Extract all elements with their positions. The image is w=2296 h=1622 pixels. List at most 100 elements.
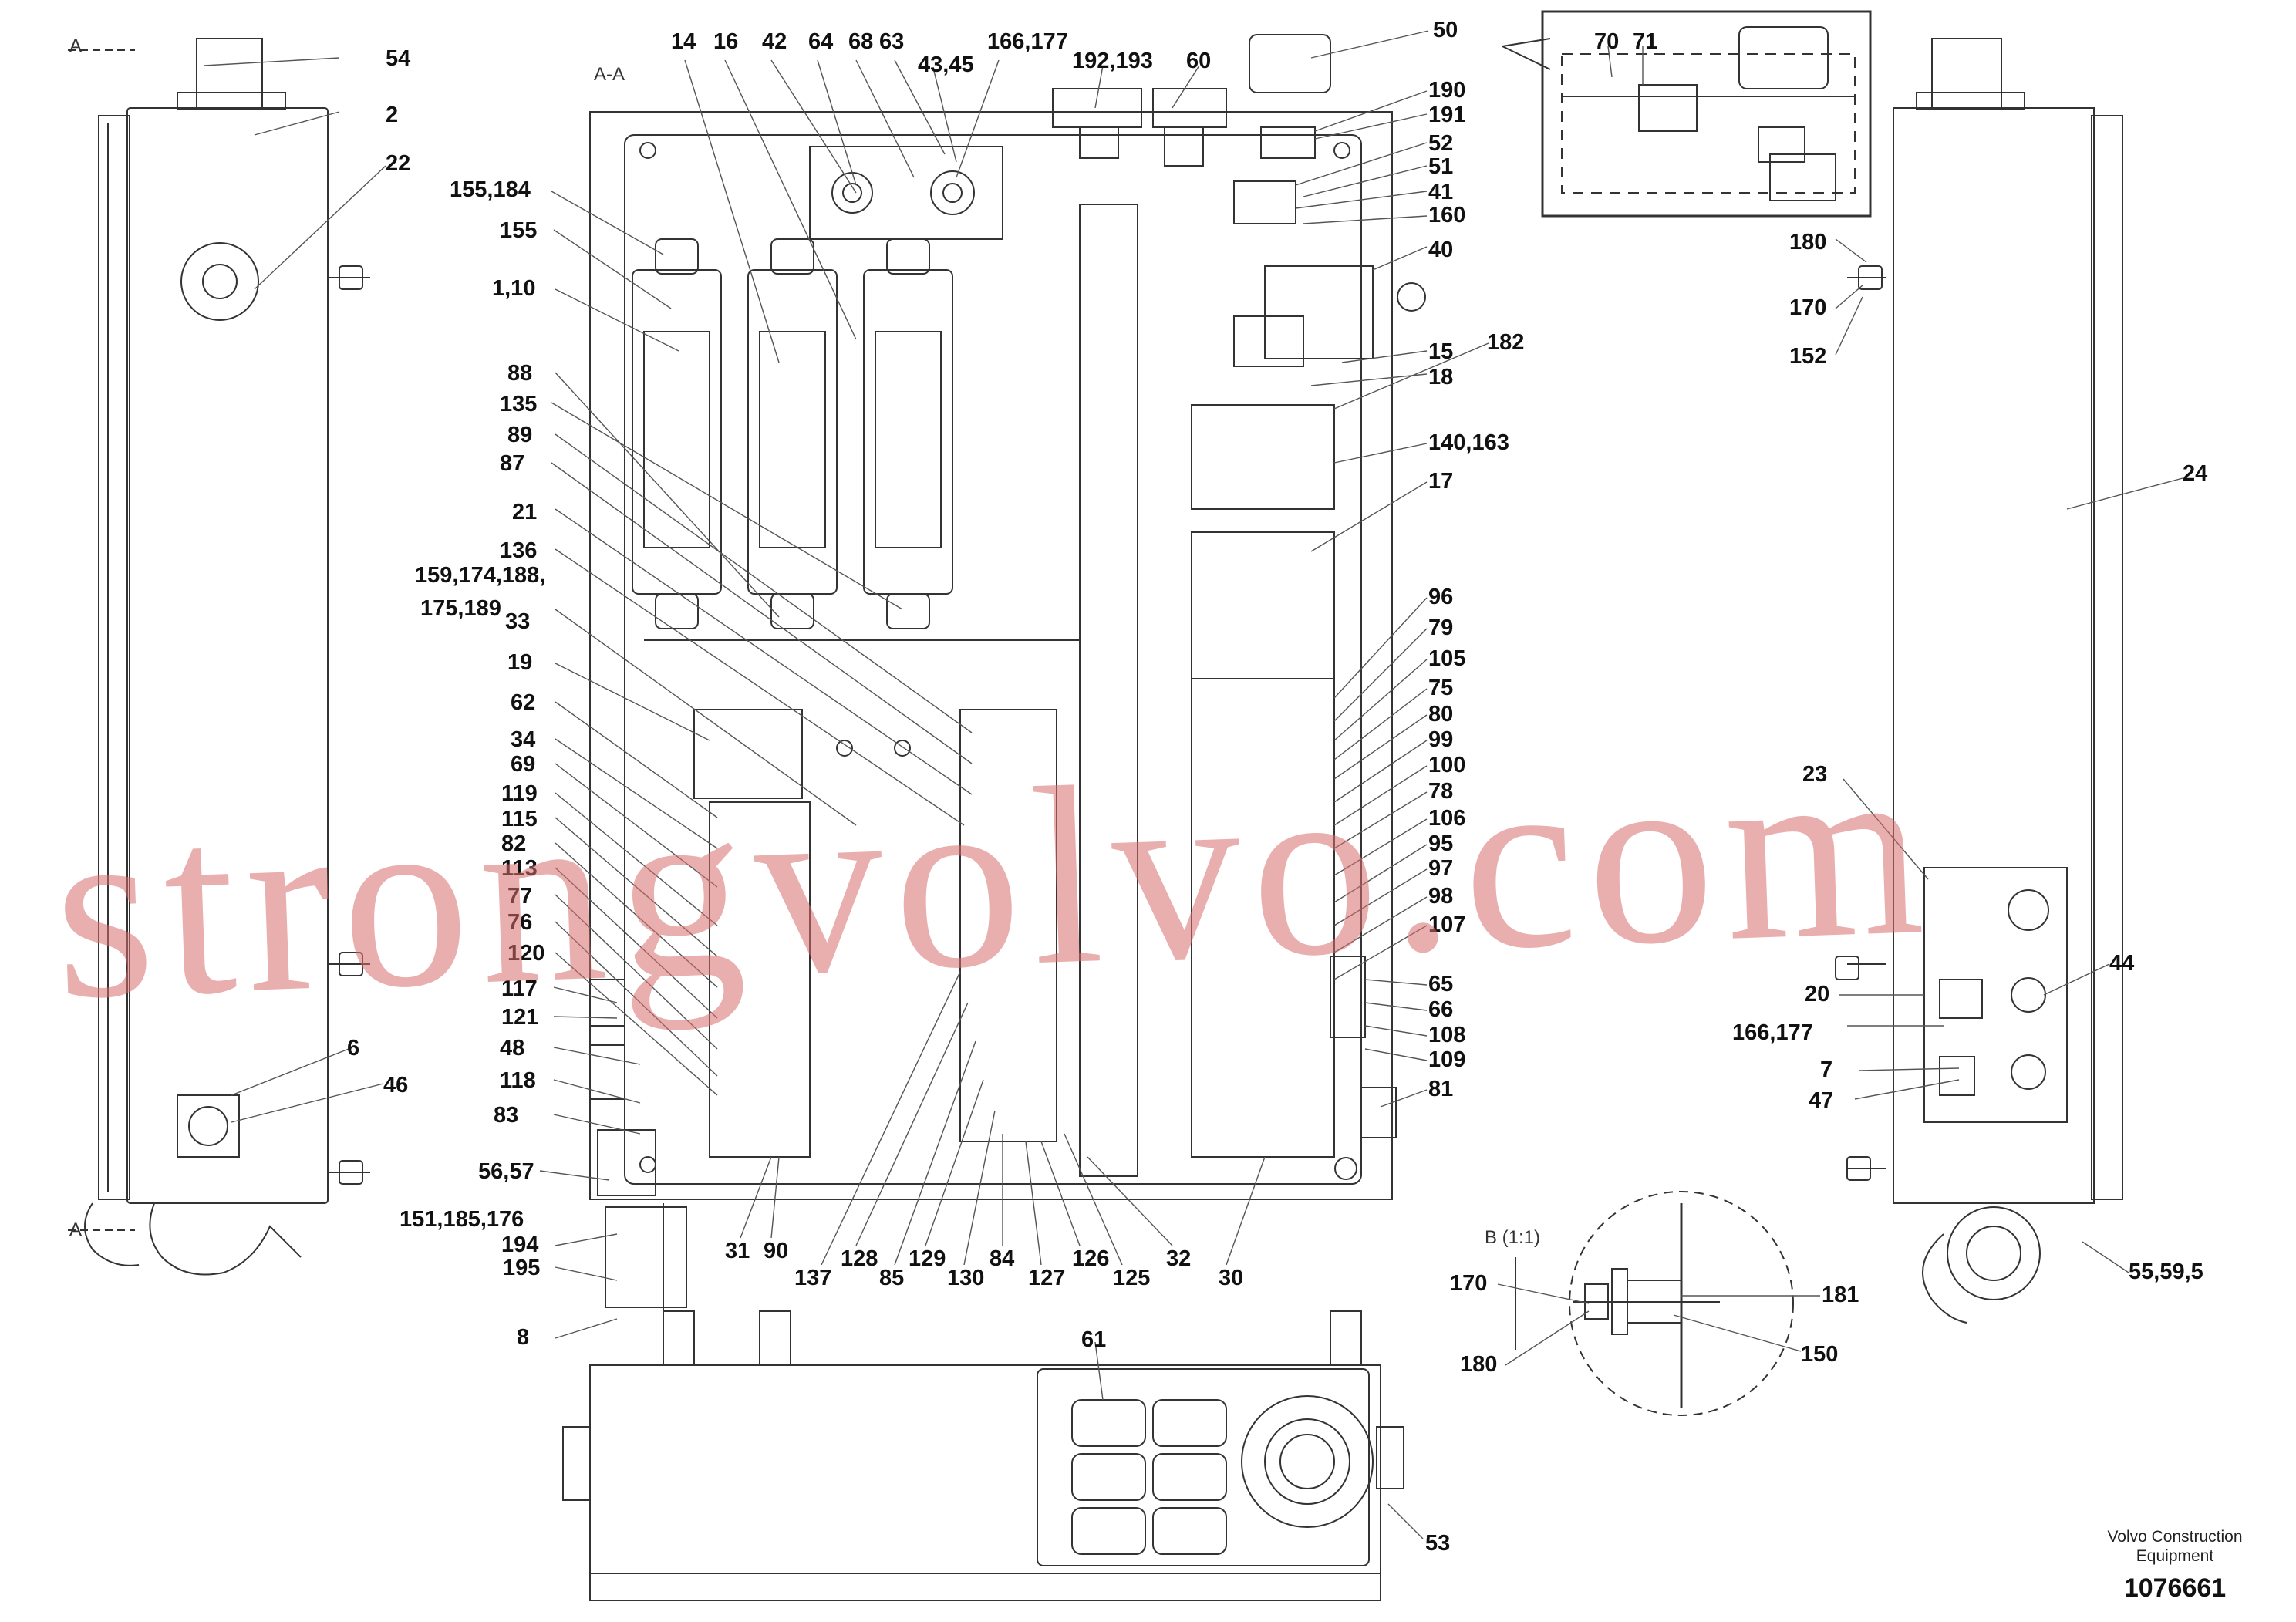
part-label: 115 — [501, 807, 538, 831]
part-label: 108 — [1428, 1023, 1466, 1047]
part-label: 155 — [500, 218, 538, 243]
part-label: 109 — [1428, 1047, 1466, 1072]
part-label: 68 — [848, 29, 874, 54]
part-label: 98 — [1428, 884, 1454, 909]
inset-detail-view — [1502, 10, 1872, 218]
part-label: 80 — [1428, 702, 1454, 727]
part-label: 181 — [1822, 1283, 1859, 1307]
part-label: 78 — [1428, 779, 1454, 804]
part-label: 180 — [1460, 1352, 1498, 1377]
part-label: 8 — [517, 1325, 530, 1350]
section-mark: A — [69, 1219, 83, 1240]
detail-b-view — [1569, 1191, 1794, 1416]
part-label: 41 — [1428, 180, 1454, 204]
part-label: 43,45 — [918, 52, 974, 77]
part-label: 105 — [1428, 646, 1466, 671]
part-label: 155,184 — [450, 177, 531, 202]
part-label: 19 — [507, 650, 533, 675]
part-label: 51 — [1428, 154, 1454, 179]
part-label: 76 — [507, 910, 533, 935]
part-label: 85 — [879, 1266, 905, 1290]
part-label: 18 — [1428, 365, 1454, 389]
part-label: 60 — [1186, 49, 1212, 73]
part-label: 2 — [386, 103, 399, 127]
part-label: 42 — [762, 29, 787, 54]
part-label: 128 — [841, 1246, 878, 1271]
part-label: 23 — [1802, 762, 1828, 787]
part-label: 106 — [1428, 806, 1466, 831]
part-label: 119 — [501, 781, 538, 806]
part-label: 83 — [494, 1103, 519, 1128]
part-label: 79 — [1428, 615, 1454, 640]
part-label: 113 — [501, 856, 538, 881]
part-label: 77 — [507, 884, 533, 909]
part-label: 159,174,188, — [415, 563, 546, 588]
part-label: 135 — [500, 392, 538, 416]
part-label: 90 — [764, 1239, 789, 1263]
part-label: 166,177 — [1732, 1020, 1813, 1045]
part-label: 89 — [507, 423, 533, 447]
part-label: 117 — [501, 976, 538, 1001]
part-label: 22 — [386, 151, 411, 176]
part-label: 52 — [1428, 131, 1454, 156]
part-label: 44 — [2109, 951, 2135, 976]
part-label: 71 — [1633, 29, 1658, 54]
part-label: 65 — [1428, 972, 1454, 996]
part-label: 192,193 — [1072, 49, 1153, 73]
part-label: 182 — [1487, 330, 1525, 355]
part-label: 30 — [1219, 1266, 1244, 1290]
part-label: 75 — [1428, 676, 1454, 700]
part-label: 1,10 — [492, 276, 536, 301]
section-mark: B (1:1) — [1485, 1227, 1541, 1248]
part-label: 66 — [1428, 997, 1454, 1022]
part-label: 136 — [500, 538, 538, 563]
part-label: 32 — [1166, 1246, 1192, 1271]
part-label: 180 — [1789, 230, 1827, 255]
part-label: 50 — [1433, 18, 1458, 42]
part-label: 56,57 — [478, 1159, 534, 1184]
part-label: 31 — [725, 1239, 750, 1263]
bottom-view — [562, 1310, 1404, 1601]
part-label: 97 — [1428, 856, 1454, 881]
part-label: 46 — [383, 1073, 409, 1098]
part-label: 63 — [879, 29, 905, 54]
part-label: 152 — [1789, 344, 1827, 369]
part-label: 99 — [1428, 727, 1454, 752]
part-label: 160 — [1428, 203, 1466, 228]
part-label: 33 — [505, 609, 531, 634]
part-label: 140,163 — [1428, 430, 1509, 455]
part-label: 21 — [512, 500, 538, 524]
brand-suffix: Equipment — [2136, 1547, 2214, 1566]
part-label: 20 — [1805, 982, 1830, 1007]
part-label: 107 — [1428, 912, 1466, 937]
part-label: 166,177 — [987, 29, 1068, 54]
part-label: 129 — [909, 1246, 946, 1271]
main-front-view — [589, 34, 1516, 1350]
part-label: 48 — [500, 1036, 525, 1061]
part-label: 69 — [511, 752, 536, 777]
part-label: 170 — [1789, 295, 1827, 320]
part-label: 96 — [1428, 585, 1454, 609]
right-side-view — [1835, 38, 2123, 1324]
part-label: 17 — [1428, 469, 1454, 494]
part-label: 53 — [1425, 1531, 1451, 1556]
part-label: 6 — [347, 1036, 360, 1061]
part-label: 170 — [1450, 1271, 1488, 1296]
part-label: 120 — [507, 941, 545, 966]
part-label: 191 — [1428, 103, 1466, 127]
part-label: 47 — [1809, 1088, 1834, 1113]
part-label: 151,185,176 — [400, 1207, 524, 1232]
section-mark: A — [69, 35, 83, 56]
part-label: 121 — [501, 1005, 539, 1030]
part-label: 55,59,5 — [2129, 1259, 2203, 1284]
part-label: 118 — [500, 1068, 536, 1093]
brand-block: Volvo Construction Equipment 1076661 — [2075, 1527, 2275, 1603]
part-label: 81 — [1428, 1077, 1454, 1101]
part-label: 95 — [1428, 831, 1454, 856]
part-label: 14 — [671, 29, 696, 54]
part-label: 62 — [511, 690, 536, 715]
part-label: 54 — [386, 46, 411, 71]
part-label: 190 — [1428, 78, 1466, 103]
part-label: 40 — [1428, 238, 1454, 262]
